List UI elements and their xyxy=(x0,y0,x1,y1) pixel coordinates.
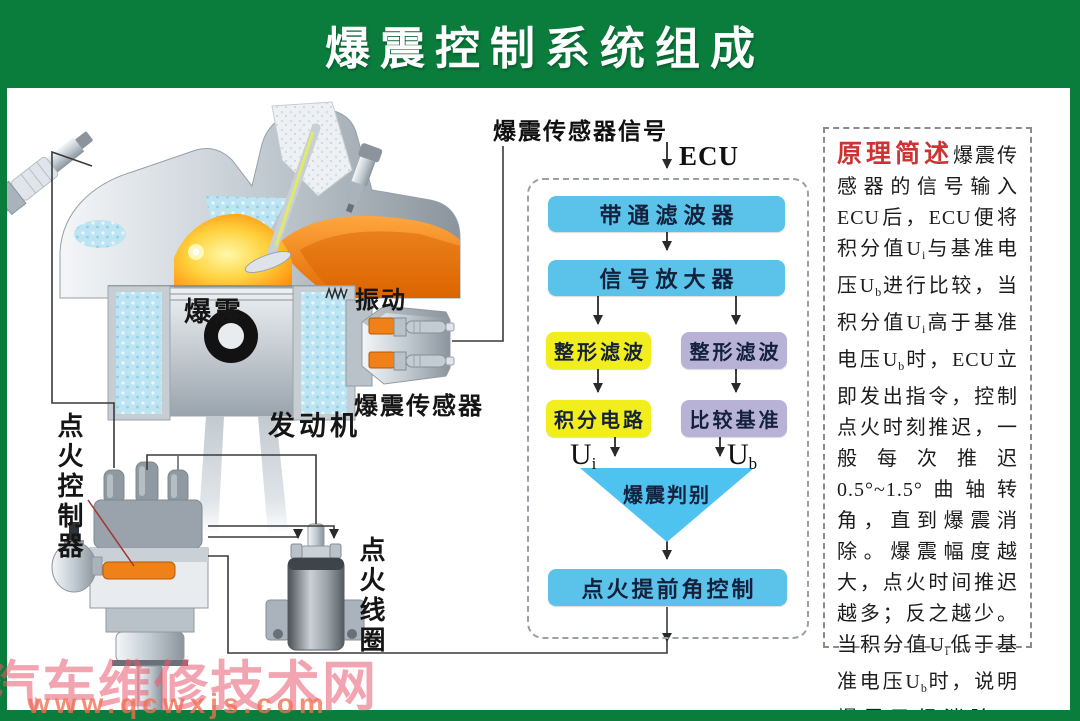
frame-border-right xyxy=(1070,0,1080,721)
label-pointer-line xyxy=(87,499,135,567)
principle-text: 原理简述爆震传感器的信号输入ECU后，ECU便将积分值Ui与基准电压Ub进行比较… xyxy=(837,141,1019,721)
flow-box-shaping-filter-left: 整形滤波 xyxy=(546,332,651,369)
principle-panel: 原理简述爆震传感器的信号输入ECU后，ECU便将积分值Ui与基准电压Ub进行比较… xyxy=(823,127,1032,721)
piston-illustration xyxy=(169,287,294,535)
banner: 爆震控制系统组成 xyxy=(0,0,1080,88)
wire-coil-primary-1 xyxy=(208,525,339,539)
flow-box-bandpass-filter: 带通滤波器 xyxy=(548,196,785,232)
ignition-controller-label: 点火控制器 xyxy=(54,412,83,562)
knock-sensor-signal-label: 爆震传感器信号 xyxy=(493,118,668,144)
frame-border-bottom xyxy=(0,710,1080,721)
wire-coil-primary-2 xyxy=(208,529,303,539)
ecu-label: ECU xyxy=(679,141,740,171)
vacuum-advance-illustration xyxy=(51,522,103,593)
wire-spark-plug xyxy=(51,150,115,468)
watermark-url: www.qcwxjs.com xyxy=(28,688,329,719)
wire-knock-sensor-signal xyxy=(452,146,504,342)
flow-box-ignition-advance-control: 点火提前角控制 xyxy=(548,569,787,606)
watermark: 汽车维修技术网 xyxy=(0,657,378,717)
head-sensor-illustration xyxy=(345,143,383,213)
page-title: 爆震控制系统组成 xyxy=(324,22,765,74)
frame-border-left xyxy=(0,0,7,721)
ub-voltage-label: Ub xyxy=(727,438,758,473)
flow-box-knock-judge: 爆震判别 xyxy=(623,485,711,507)
knock-judge-triangle xyxy=(580,468,754,542)
flow-box-signal-amplifier: 信号放大器 xyxy=(548,260,785,296)
ecu-dashed-box xyxy=(527,178,809,639)
ui-voltage-label: Ui xyxy=(570,438,597,473)
distributor-illustration xyxy=(51,456,209,711)
exhaust-port xyxy=(278,215,460,298)
flow-box-shaping-filter-right: 整形滤波 xyxy=(681,332,787,369)
vibration-label: 振动 xyxy=(355,288,407,314)
flow-box-integration-circuit: 积分电路 xyxy=(546,400,651,437)
engine-label: 发动机 xyxy=(268,411,361,441)
knock-label: 爆震 xyxy=(184,297,244,327)
ignition-coil-label: 点火线圈 xyxy=(356,536,385,656)
ignition-coil-illustration xyxy=(265,523,365,651)
valve-illustration xyxy=(244,123,321,274)
flow-box-comparison-reference: 比较基准 xyxy=(681,400,787,437)
vibration-wave-icon xyxy=(325,286,348,301)
wire-high-tension xyxy=(146,454,317,524)
knock-sensor-label: 爆震传感器 xyxy=(354,394,484,420)
knock-sensor-illustration xyxy=(361,305,472,385)
engine-illustration xyxy=(0,101,461,535)
ignition-module xyxy=(102,561,176,580)
